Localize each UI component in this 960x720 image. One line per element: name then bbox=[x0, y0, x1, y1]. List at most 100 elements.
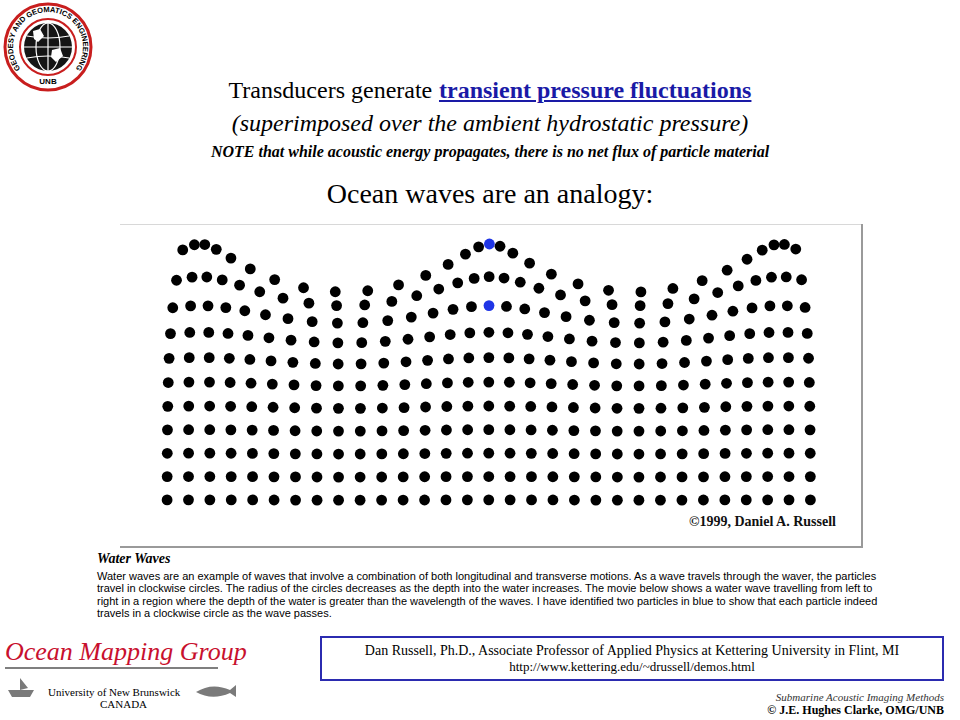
water-particle bbox=[283, 313, 294, 324]
water-particle bbox=[703, 333, 714, 344]
water-particle bbox=[727, 306, 738, 317]
water-particle bbox=[245, 264, 256, 275]
water-particle bbox=[312, 472, 323, 483]
water-particle bbox=[707, 310, 718, 321]
water-particle bbox=[741, 448, 752, 459]
globe-land bbox=[33, 29, 63, 62]
water-particle bbox=[526, 425, 537, 436]
credit-url: http://www.kettering.edu/~drussell/demos… bbox=[330, 659, 934, 675]
panel-ground bbox=[120, 224, 862, 546]
water-particle bbox=[720, 401, 731, 412]
water-particle bbox=[698, 495, 709, 506]
water-particle bbox=[769, 239, 780, 250]
water-particle bbox=[377, 403, 388, 414]
water-particle bbox=[441, 471, 452, 482]
water-particle bbox=[376, 472, 387, 483]
water-particle bbox=[805, 494, 816, 505]
water-particle bbox=[466, 301, 477, 312]
water-particle bbox=[522, 329, 533, 340]
water-particle bbox=[589, 380, 600, 391]
water-particle bbox=[803, 353, 814, 364]
water-particle bbox=[226, 448, 237, 459]
water-particle bbox=[722, 265, 733, 276]
water-particle bbox=[547, 402, 558, 413]
water-particle bbox=[783, 377, 794, 388]
water-particle bbox=[634, 403, 645, 414]
water-particle bbox=[503, 352, 514, 363]
water-particle bbox=[495, 241, 506, 252]
water-particle bbox=[355, 449, 366, 460]
water-particle bbox=[204, 377, 215, 388]
water-particle bbox=[399, 379, 410, 390]
water-particle bbox=[211, 244, 222, 255]
water-particle bbox=[220, 302, 231, 313]
water-particle bbox=[546, 269, 557, 280]
water-particle bbox=[483, 352, 494, 363]
water-particle bbox=[204, 494, 215, 505]
water-particle bbox=[742, 254, 753, 265]
water-particle bbox=[742, 401, 753, 412]
water-particle bbox=[226, 253, 237, 264]
water-particle bbox=[733, 281, 744, 292]
water-particle bbox=[483, 471, 494, 482]
water-particle bbox=[311, 380, 322, 391]
water-particle bbox=[634, 337, 645, 348]
water-particle bbox=[611, 358, 622, 369]
water-particle bbox=[463, 353, 474, 364]
water-particle bbox=[428, 308, 439, 319]
water-particle bbox=[539, 307, 550, 318]
water-particle bbox=[784, 448, 795, 459]
water-particle bbox=[677, 472, 688, 483]
water-particles bbox=[162, 239, 816, 506]
water-particle bbox=[411, 290, 422, 301]
water-particle bbox=[386, 296, 397, 307]
tracked-particle bbox=[484, 239, 495, 250]
water-particle bbox=[287, 357, 298, 368]
water-particle bbox=[177, 244, 188, 255]
water-particle bbox=[189, 239, 200, 250]
water-particle bbox=[499, 273, 510, 284]
water-particle bbox=[378, 358, 389, 369]
water-particle bbox=[612, 495, 623, 506]
water-particle bbox=[223, 328, 234, 339]
water-particle bbox=[452, 277, 463, 288]
water-particle bbox=[765, 301, 776, 312]
water-particle bbox=[612, 403, 623, 414]
water-particle bbox=[312, 449, 323, 460]
water-particle bbox=[463, 377, 474, 388]
water-particle bbox=[580, 295, 591, 306]
water-particle bbox=[203, 327, 214, 338]
tracked-particle bbox=[484, 300, 495, 311]
water-particle bbox=[304, 298, 315, 309]
water-particle bbox=[634, 426, 645, 437]
water-particle bbox=[333, 472, 344, 483]
water-particle bbox=[330, 286, 341, 297]
water-particle bbox=[199, 239, 210, 250]
water-particle bbox=[290, 495, 301, 506]
water-particle bbox=[526, 448, 537, 459]
water-particle bbox=[588, 358, 599, 369]
water-particle bbox=[505, 494, 516, 505]
water-particle bbox=[483, 448, 494, 459]
water-particle bbox=[356, 337, 367, 348]
water-particle bbox=[289, 402, 300, 413]
water-particle bbox=[254, 286, 265, 297]
water-particle bbox=[663, 298, 674, 309]
water-particle bbox=[802, 328, 813, 339]
water-particle bbox=[243, 330, 254, 341]
water-particle bbox=[445, 329, 456, 340]
logo-ring-text: GEODESY AND GEOMATICS ENGINEERING bbox=[6, 5, 90, 73]
water-particle bbox=[164, 353, 175, 364]
animation-panel bbox=[120, 224, 863, 547]
section-heading: Ocean waves are an analogy: bbox=[20, 178, 960, 210]
water-particle bbox=[743, 353, 754, 364]
water-particle bbox=[656, 380, 667, 391]
water-particle bbox=[268, 448, 279, 459]
water-particle bbox=[204, 401, 215, 412]
water-particle bbox=[162, 494, 173, 505]
water-particle bbox=[720, 425, 731, 436]
water-particle bbox=[762, 471, 773, 482]
water-particle bbox=[422, 355, 433, 366]
water-particle bbox=[362, 285, 373, 296]
water-particle bbox=[333, 495, 344, 506]
